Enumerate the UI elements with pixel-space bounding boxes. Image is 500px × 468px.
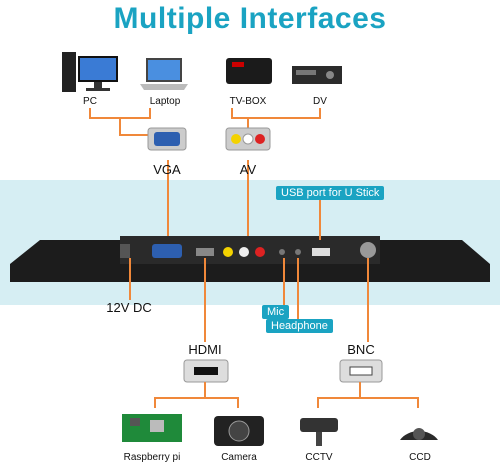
av-connector-icon [225, 127, 271, 151]
camera-icon [214, 416, 264, 446]
av-label: AV [239, 162, 257, 177]
pc-icon [62, 52, 118, 92]
monitor-back-panel [10, 236, 490, 282]
ccd-icon [400, 428, 438, 440]
pc-label: PC [83, 96, 97, 107]
dv-icon [292, 66, 342, 84]
usb-port-callout: USB port for U Stick [276, 186, 385, 200]
raspberry-pi-label: Raspberry pi [123, 452, 181, 463]
cctv-icon [300, 418, 338, 446]
vga-label: VGA [153, 162, 181, 177]
tvbox-icon [226, 58, 272, 84]
headphone-callout: Headphone [266, 319, 333, 333]
cctv-label: CCTV [305, 452, 333, 463]
laptop-icon [140, 58, 188, 90]
mic-callout: Mic [262, 305, 290, 319]
ccd-label: CCD [409, 452, 431, 463]
dv-label: DV [313, 96, 327, 107]
hdmi-connector-icon [183, 359, 229, 383]
vga-connector-icon [147, 127, 187, 151]
camera-label: Camera [221, 452, 257, 463]
usb-connector-icon [339, 359, 383, 383]
bnc-label: BNC [347, 342, 375, 357]
hdmi-label: HDMI [188, 342, 222, 357]
raspberry-pi-icon [122, 414, 182, 442]
laptop-label: Laptop [149, 96, 181, 107]
page-title: Multiple Interfaces [113, 2, 387, 35]
tvbox-label: TV-BOX [229, 96, 267, 107]
power-label: 12V DC [106, 300, 152, 315]
